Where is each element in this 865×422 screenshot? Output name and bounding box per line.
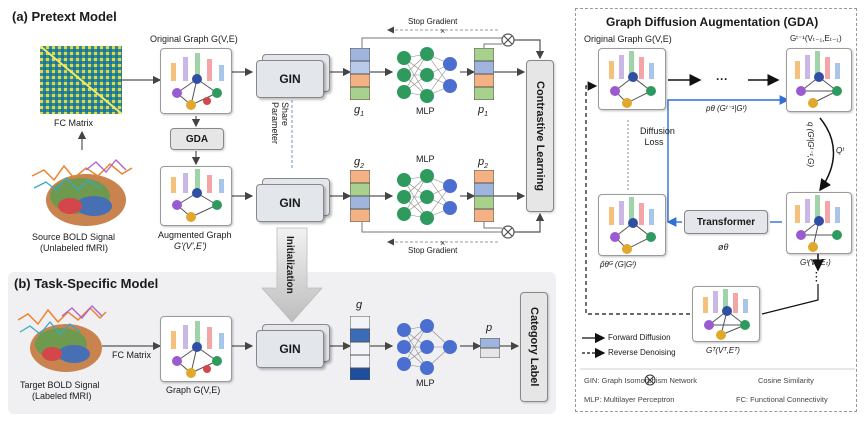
fc-matrix-label: FC Matrix [54, 118, 93, 128]
category-label-box: Category Label [520, 292, 548, 402]
source-signal-sub: (Unlabeled fMRI) [40, 243, 109, 253]
target-signal-sub: (Labeled fMRI) [32, 391, 92, 401]
task-prediction-p [479, 337, 501, 359]
mlp-top [394, 46, 460, 104]
gda-g-t-card [786, 192, 852, 254]
gda-diffusion-loss-label: Diffusion Loss [640, 126, 675, 147]
source-brain-image [30, 150, 134, 230]
svg-text:×: × [440, 26, 445, 36]
pretext-title: (a) Pretext Model [12, 9, 117, 24]
source-signal-label: Source BOLD Signal [32, 232, 116, 242]
augmented-graph-label: Augmented Graph [158, 230, 232, 240]
mlp-bottom [394, 168, 460, 226]
stop-gradient-top: Stop Gradient [408, 17, 458, 26]
gda-g-t-label: Gᵗ(Vₜ,Eₜ) [800, 258, 831, 267]
legend-cosine: Cosine Similarity [758, 376, 814, 385]
contrastive-learning-box: Contrastive Learning [526, 60, 554, 212]
gda-original-graph-label: Original Graph G(V,E) [584, 34, 672, 44]
legend-fc: FC: Functional Connectivity [736, 395, 828, 404]
gda-ellipsis-vertical: ··· [815, 268, 819, 287]
embedding-g1 [349, 47, 371, 101]
legend-mlp: MLP: Multilayer Perceptron [584, 395, 675, 404]
gda-phi-label: øθ [718, 242, 729, 252]
p2-label: p2 [478, 156, 489, 171]
task-mlp-label: MLP [416, 378, 435, 388]
mlp-top-label: MLP [416, 106, 435, 116]
gda-title: Graph Diffusion Augmentation (GDA) [606, 15, 819, 29]
gda-g-T-card [692, 286, 760, 342]
prediction-p2 [473, 169, 495, 223]
gda-box: GDA [170, 128, 224, 150]
p1-label: p1 [478, 104, 489, 119]
augmented-graph-card [160, 166, 232, 226]
gda-p-theta-label: pθ (Gᵗ⁻¹|Gᵗ) [706, 104, 747, 113]
gin-box-top: GIN [256, 60, 324, 98]
task-p-label: p [486, 322, 493, 334]
gda-ellipsis-top: ··· [716, 72, 728, 86]
gda-g-T-label: Gᵀ(Vᵀ,Eᵀ) [706, 346, 740, 355]
task-embedding-g [349, 315, 371, 381]
task-graph-label: Graph G(V,E) [166, 385, 221, 395]
gda-transformer-box: Transformer [684, 210, 768, 234]
gda-g-t-minus-1-card [786, 48, 852, 112]
task-fc-matrix-label: FC Matrix [112, 350, 151, 360]
fc-matrix-heatmap [39, 45, 123, 115]
gda-g-t-minus-1-label: Gᵗ⁻¹(Vₜ₋₁,Eₜ₋₁) [790, 34, 842, 43]
stop-gradient-bottom: Stop Gradient [408, 246, 458, 255]
svg-text:×: × [440, 238, 445, 248]
gda-p-hat-label: p̂θᴳ (G|Gᵗ) [600, 260, 637, 269]
gda-q-label: q (Gᵗ|Gᵗ⁻¹,G) [806, 122, 815, 167]
gda-original-graph-card [598, 48, 666, 110]
task-mlp [394, 318, 460, 376]
prediction-p1 [473, 47, 495, 101]
gin-box-bottom: GIN [256, 184, 324, 222]
share-parameter-label: Share Parameter [270, 102, 290, 145]
task-graph-card [160, 316, 232, 382]
legend-reverse-denoising: Reverse Denoising [608, 348, 676, 357]
g2-label: g2 [354, 156, 365, 171]
g1-label: g1 [354, 104, 365, 119]
task-title: (b) Task-Specific Model [14, 276, 159, 291]
target-signal-label: Target BOLD Signal [20, 380, 100, 390]
mlp-bottom-label: MLP [416, 154, 435, 164]
target-brain-image [16, 298, 108, 374]
original-graph-label: Original Graph G(V,E) [150, 34, 238, 44]
gda-panel [575, 8, 857, 412]
gda-p-hat-graph-card [598, 194, 666, 256]
embedding-g2 [349, 169, 371, 223]
task-g-label: g [356, 299, 363, 311]
legend-forward-diffusion: Forward Diffusion [608, 333, 671, 342]
initialization-label: Initialization [284, 236, 295, 294]
legend-gin: GIN: Graph Isomorphism Network [584, 376, 697, 385]
gda-q-t-label: Qᵗ [836, 146, 844, 155]
augmented-graph-symbol: G'(V',E') [174, 241, 207, 251]
task-gin-box: GIN [256, 330, 324, 368]
original-graph-card [160, 48, 232, 114]
